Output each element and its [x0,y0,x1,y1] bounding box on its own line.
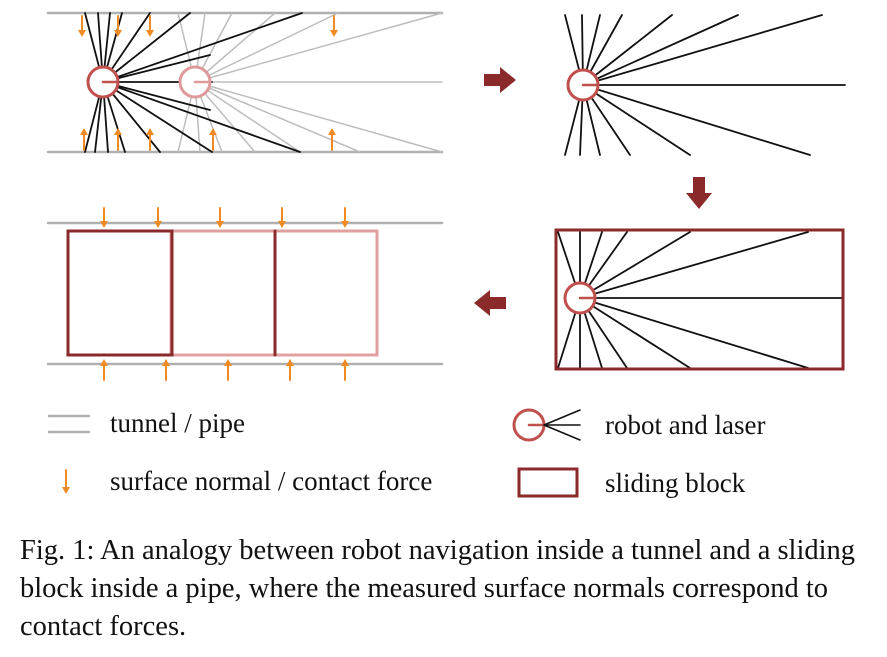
bottom-surface-normal-3-head [209,128,217,135]
scan-ray-8 [582,84,811,156]
legend-icons [47,408,581,498]
block-scan-ray-4 [579,231,691,299]
block-scan-ray-5 [579,231,809,299]
top-surface-normal-3-head [330,30,338,37]
ghost-laser-ray-8 [194,81,361,153]
scan-ray-6 [582,14,823,86]
right-flow-arrow [484,67,516,93]
bottom-surface-normal-2-head [146,128,154,135]
laser-scan-panel [564,14,846,156]
laser-ray-5 [102,12,191,83]
ghost-laser-ray-5 [194,12,443,83]
sliding-blocks-in-pipe-panel [46,207,444,381]
laser-ray-6 [102,12,303,83]
ghost-laser-ray-7 [194,81,443,153]
block-scan-ray-7 [579,297,809,369]
pipe-top-contact-force-2-head [216,221,224,228]
scan-ray-9 [582,84,691,156]
pipe-bottom-contact-force-1-head [162,359,170,366]
bottom-surface-normal-4-head [328,128,336,135]
legend-block-label: sliding block [605,468,746,498]
pipe-bottom-contact-force-3-head [286,359,294,366]
laser-ray-9 [102,81,211,111]
block-frame [554,228,845,371]
analogy-figure [46,11,846,498]
legend-block-icon [517,467,579,498]
laser-ray-11 [102,81,213,153]
legend-normal-label: surface normal / contact force [110,466,433,496]
pipe-bottom-contact-force-4-head [341,359,349,366]
top-surface-normal-1-head [114,30,122,37]
flow-arrows [474,67,712,316]
ghost-laser-ray-3 [194,12,276,83]
legend-robot-label: robot and laser [605,410,766,440]
scan-in-block-panel [554,228,845,371]
top-surface-normal-2-head [146,30,154,37]
pipe-top-contact-force-1-head [154,221,162,228]
bottom-surface-normal-0-head [80,128,88,135]
sliding-block [66,229,174,357]
laser-ray-10 [102,81,301,153]
ghost-laser-ray-4 [194,12,339,83]
top-surface-normal-0-head [78,30,86,37]
laser-ray-7 [102,54,211,83]
legend-laser-ray-3 [543,424,581,441]
pipe-top-contact-force-3-head [278,221,286,228]
legend-normal-icon-head [62,487,70,494]
figure-caption: Fig. 1: An analogy between robot navigat… [20,535,856,642]
pipe-top-contact-force-4-head [341,221,349,228]
down-flow-arrow [686,177,712,209]
scan-ray-5 [582,14,739,86]
legend-laser-ray-1 [543,409,581,426]
block-scan-ray-8 [579,297,691,369]
pipe-bottom-contact-force-2-head [224,359,232,366]
ghost-laser-ray-9 [194,81,301,153]
tunnel-scan-panel [46,11,444,154]
left-flow-arrow [474,290,506,316]
scan-ray-4 [582,14,673,86]
pipe-top-contact-force-0-head [100,221,108,228]
legend-tunnel-label: tunnel / pipe [110,408,245,438]
pipe-bottom-contact-force-0-head [100,359,108,366]
bottom-surface-normal-1-head [114,128,122,135]
